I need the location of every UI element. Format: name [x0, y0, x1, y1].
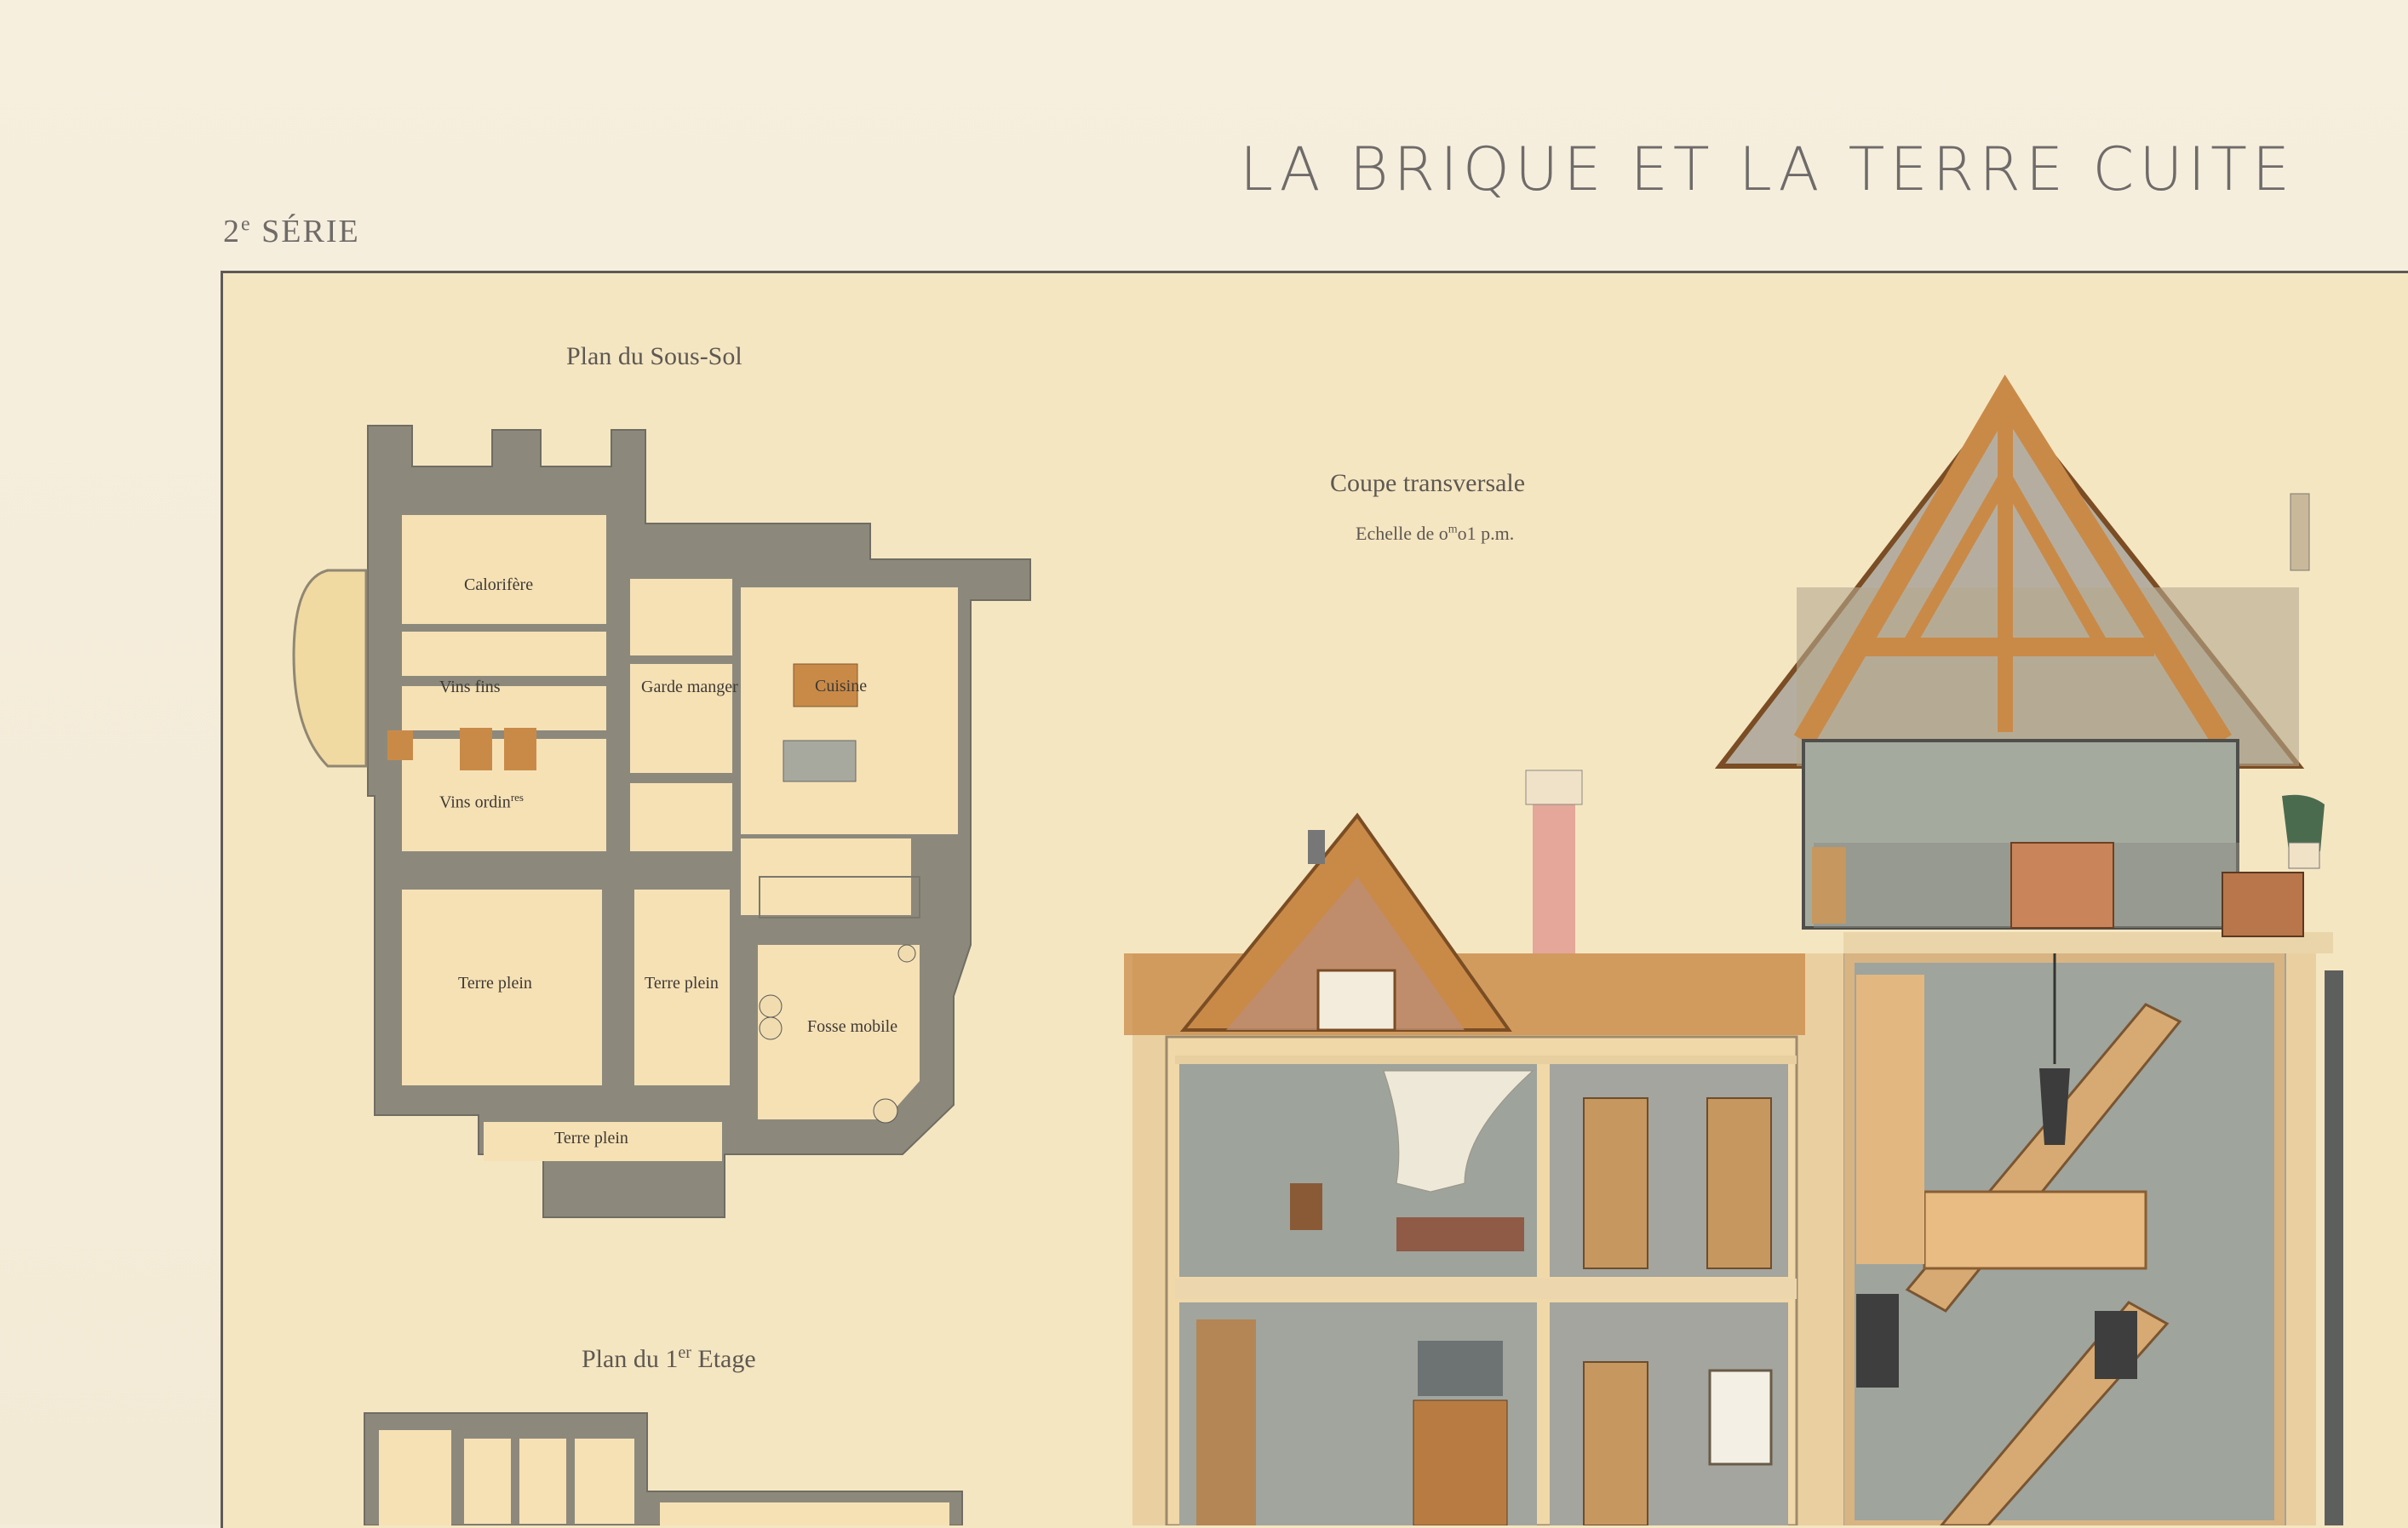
first-floor-plan-title: Plan du 1er Etage — [582, 1343, 756, 1373]
room-label-calorifere: Calorifère — [464, 575, 534, 594]
series-label: 2e SÉRIE — [223, 213, 360, 249]
section-title: Coupe transversale — [1330, 469, 1526, 497]
transverse-section — [1124, 374, 2343, 1525]
room-label-fosse-mobile: Fosse mobile — [807, 1017, 898, 1036]
basement-plan — [292, 425, 1031, 1218]
first-floor-plan — [364, 1412, 963, 1525]
room-label-cuisine: Cuisine — [815, 677, 868, 695]
room-label-vins-fins: Vins fins — [439, 678, 501, 696]
plate-title: LA BRIQUE ET LA TERRE CUITE — [1240, 134, 2296, 204]
room-label-terre-plein-2: Terre plein — [645, 974, 719, 993]
section-scale: Echelle de omo1 p.m. — [1356, 523, 1515, 544]
basement-plan-title: Plan du Sous-Sol — [566, 342, 742, 370]
room-label-terre-plein-1: Terre plein — [458, 974, 532, 993]
room-label-vins-ordinaires: Vins ordinres — [439, 791, 524, 812]
room-label-garde-manger: Garde manger — [641, 678, 738, 696]
room-label-terre-plein-3: Terre plein — [554, 1129, 628, 1147]
